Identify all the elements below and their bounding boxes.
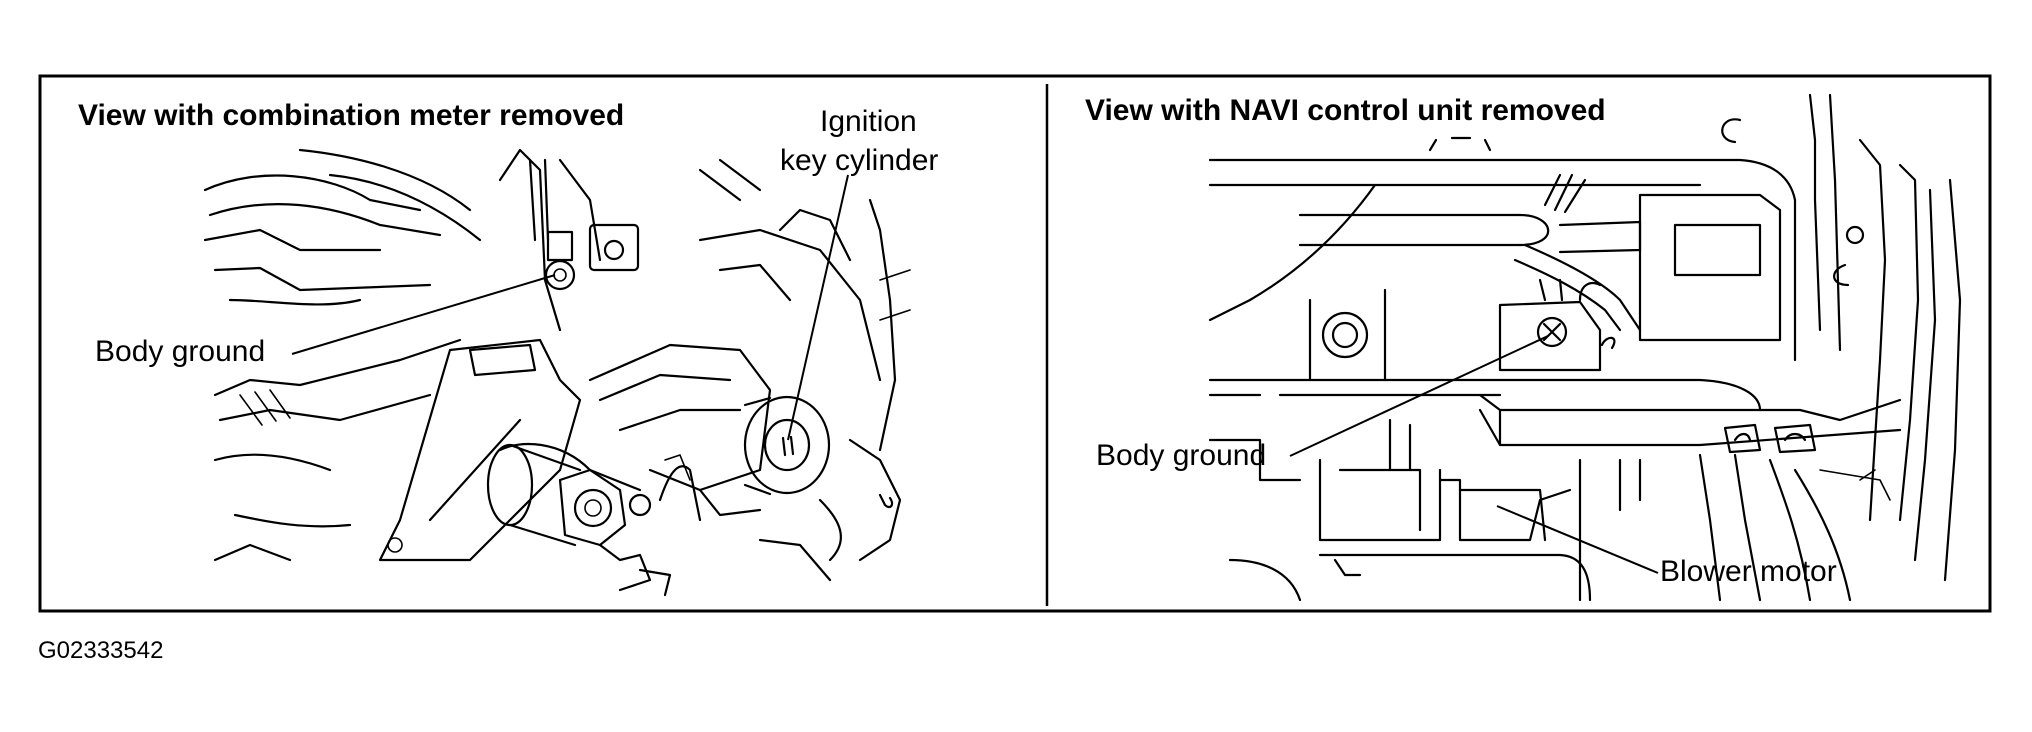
leader-body-ground-left (291, 274, 556, 355)
left-panel: View with combination meter removed Igni… (78, 99, 938, 597)
right-panel-title: View with NAVI control unit removed (1085, 94, 1606, 127)
left-panel-title: View with combination meter removed (78, 99, 624, 132)
dashboard-structure-drawing-right (1208, 93, 1962, 602)
leader-ignition-key-cylinder (787, 174, 849, 441)
label-blower-motor: Blower motor (1660, 555, 1837, 588)
figure-code: G02333542 (38, 637, 163, 664)
label-body-ground-right: Body ground (1096, 439, 1266, 472)
leader-body-ground-right (1289, 335, 1549, 457)
figure-frame (38, 74, 1992, 613)
right-panel: View with NAVI control unit removed Body… (1085, 93, 1962, 602)
leader-blower-motor (1496, 505, 1659, 574)
label-ignition-line2: key cylinder (780, 144, 938, 177)
dashboard-structure-drawing-left (203, 148, 911, 597)
label-ignition-line1: Ignition (820, 105, 917, 138)
label-body-ground-left: Body ground (95, 335, 265, 368)
